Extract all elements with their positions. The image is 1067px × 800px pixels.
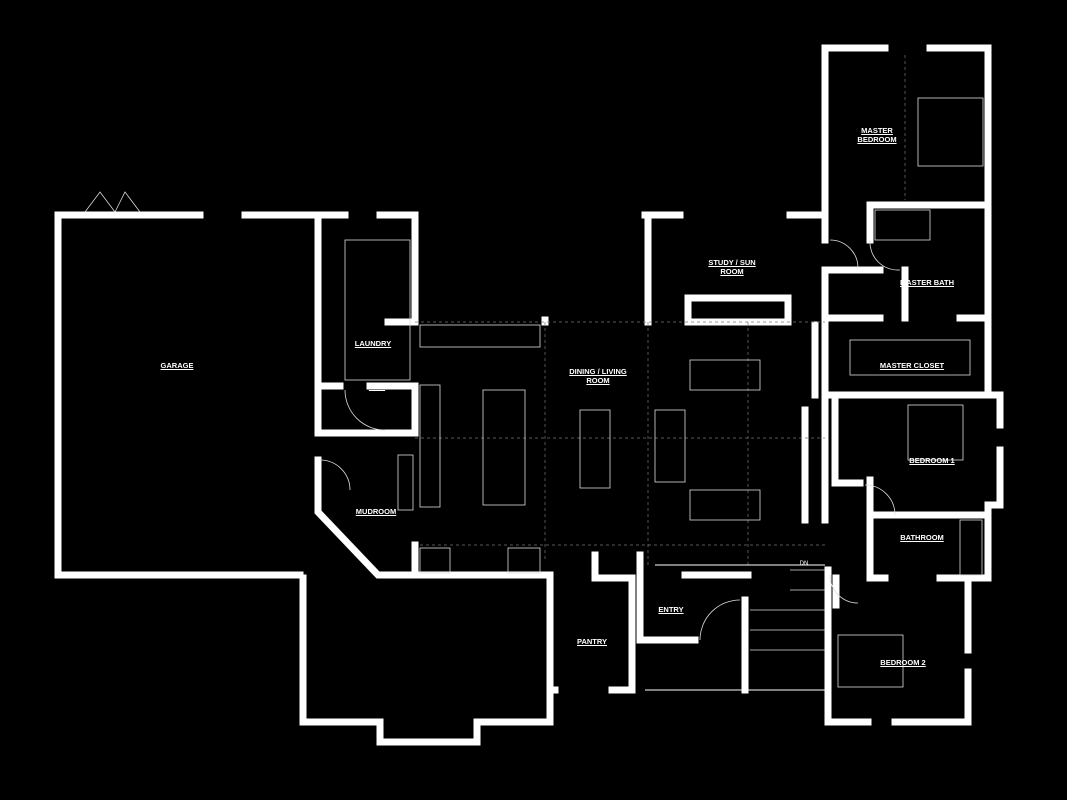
room-label-study: STUDY / SUN ROOM — [708, 258, 756, 276]
room-label-dining-living: DINING / LIVING ROOM — [569, 367, 627, 385]
walls — [54, 44, 1004, 746]
room-label-pantry: PANTRY — [577, 637, 607, 646]
room-label-bathroom: BATHROOM — [900, 533, 944, 542]
room-label-entry: ENTRY — [658, 605, 684, 614]
room-label-master-closet: MASTER CLOSET — [879, 361, 945, 370]
room-label-master-bedroom: MASTER BEDROOM — [857, 126, 897, 144]
room-label-laundry: LAUNDRY — [354, 339, 392, 348]
stair-down-label: DN — [799, 561, 809, 567]
room-label-mudroom: MUDROOM — [355, 507, 397, 516]
room-label-garage: GARAGE — [160, 361, 194, 370]
room-label-wc: W.C. — [368, 382, 386, 391]
room-label-master-bath: MASTER BATH — [899, 278, 955, 287]
room-label-bedroom1: BEDROOM 1 — [909, 456, 955, 465]
interior-lines — [84, 55, 984, 691]
room-label-bedroom2: BEDROOM 2 — [880, 658, 926, 667]
